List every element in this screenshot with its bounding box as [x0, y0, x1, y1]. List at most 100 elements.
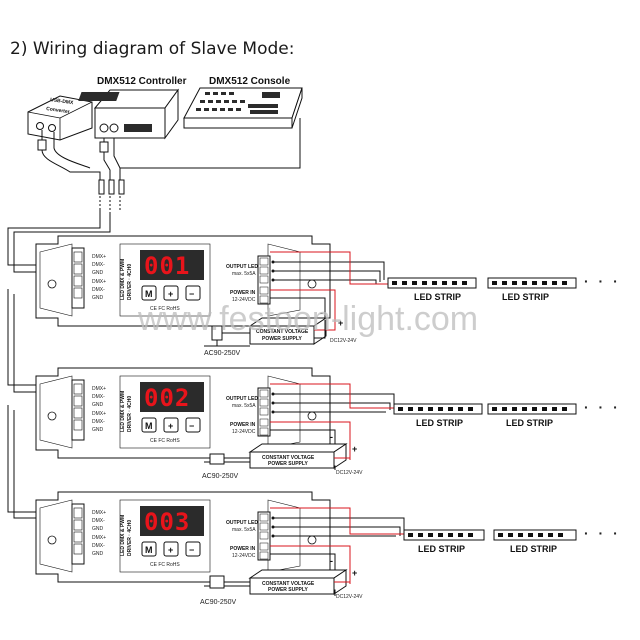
- ac-input-label: AC90-250V: [202, 473, 239, 480]
- decoder-side-text: LED DMX & PWM: [120, 391, 126, 432]
- dmx-terminal-label: GND: [92, 526, 104, 532]
- minus-button[interactable]: [185, 541, 201, 557]
- plus-button[interactable]: [163, 285, 179, 301]
- dmx-terminal-label: GND: [92, 295, 104, 301]
- plus-button-label: +: [168, 545, 173, 555]
- output-label: OUTPUT LED: [226, 396, 258, 402]
- minus-button-label: −: [189, 421, 194, 431]
- power-supply-2: CONSTANT VOLTAGE POWER SUPPLY AC90-250V …: [202, 432, 363, 480]
- power-label: POWER IN: [230, 546, 256, 552]
- psu-minus: -: [330, 556, 333, 566]
- dmx-terminal-label: DMX+: [92, 254, 106, 260]
- ac-plug-icon: [209, 575, 225, 589]
- output-sub: max. 5x5A: [232, 271, 256, 277]
- power-supply-3: CONSTANT VOLTAGE POWER SUPPLY AC90-250V …: [200, 556, 363, 606]
- power-sub: 12-24VDC: [232, 429, 256, 435]
- power-sub: 12-24VDC: [232, 553, 256, 559]
- continuation-dots: · · ·: [584, 399, 621, 415]
- dmx-terminal-label: GND: [92, 402, 104, 408]
- minus-button[interactable]: [185, 285, 201, 301]
- continuation-dots: · · ·: [584, 525, 621, 541]
- output-sub: max. 5x5A: [232, 527, 256, 533]
- controller-display: [78, 92, 120, 101]
- dmx-terminal-label: DMX+: [92, 279, 106, 285]
- dmx-terminal-label: DMX-: [92, 518, 105, 524]
- usb-converter-label-2: Converter: [46, 106, 70, 115]
- ac-input-label: AC90-250V: [200, 599, 237, 606]
- dmx-terminal-label: DMX-: [92, 543, 105, 549]
- m-button-label: M: [145, 421, 153, 431]
- power-label: POWER IN: [230, 290, 256, 296]
- cert-marks: CE FC RoHS: [150, 438, 180, 444]
- psu-plus: +: [338, 318, 343, 328]
- output-wires-2: [270, 383, 395, 470]
- output-label: OUTPUT LED: [226, 520, 258, 526]
- psu-label-1: CONSTANT VOLTAGE: [262, 455, 315, 461]
- psu-label-2: POWER SUPPLY: [262, 336, 302, 342]
- dmx-terminal-label: GND: [92, 270, 104, 276]
- psu-label-2: POWER SUPPLY: [268, 587, 308, 593]
- plus-button[interactable]: [163, 417, 179, 433]
- power-supply-1: CONSTANT VOLTAGE POWER SUPPLY AC90-250V …: [204, 308, 357, 357]
- ac-plug-icon: [209, 453, 225, 465]
- decoder-3: DMX+ DMX- GND DMX+ DMX- GND LED DMX & PW…: [35, 491, 331, 583]
- decoder-1: DMX+ DMX- GND DMX+ DMX- GND LED DMX & PW…: [35, 235, 331, 327]
- led-strip-label: LED STRIP: [502, 292, 549, 302]
- minus-button[interactable]: [185, 417, 201, 433]
- console-label: DMX512 Console: [209, 76, 291, 87]
- dmx-terminal-label: GND: [92, 551, 104, 557]
- cert-marks: CE FC RoHS: [150, 562, 180, 568]
- output-label: OUTPUT LED: [226, 264, 258, 270]
- m-button-label: M: [145, 289, 153, 299]
- plus-button[interactable]: [163, 541, 179, 557]
- led-strips-row-1: LED STRIP LED STRIP · · ·: [387, 273, 621, 302]
- decoder-3-body: [35, 491, 331, 583]
- led-strips-row-2: LED STRIP LED STRIP · · ·: [393, 399, 621, 428]
- dc-output-label: DC12V-24V: [336, 470, 363, 476]
- psu-minus: -: [320, 308, 323, 318]
- dmx-terminal-label: DMX-: [92, 287, 105, 293]
- decoder-2-body: [35, 367, 331, 459]
- decoder-side-text: LED DMX & PWM: [120, 515, 126, 556]
- led-strip-label: LED STRIP: [414, 292, 461, 302]
- decoder-1-address: 001: [144, 252, 190, 280]
- continuation-dots: · · ·: [584, 273, 621, 289]
- usb-dmx-converter: USB-DMX Converter: [27, 95, 93, 141]
- psu-label-2: POWER SUPPLY: [268, 461, 308, 467]
- dmx-terminal-label: DMX-: [92, 394, 105, 400]
- power-label: POWER IN: [230, 422, 256, 428]
- led-strips-row-3: LED STRIP LED STRIP · · ·: [403, 525, 621, 554]
- output-sub: max. 5x5A: [232, 403, 256, 409]
- decoder-side-text: DRIVER · 4CH0: [127, 396, 133, 432]
- minus-button-label: −: [189, 545, 194, 555]
- m-button[interactable]: [141, 285, 157, 301]
- decoder-side-text: LED DMX & PWM: [120, 259, 126, 300]
- m-button[interactable]: [141, 417, 157, 433]
- decoder-2-address: 002: [144, 384, 190, 412]
- dmx-terminal-label: DMX-: [92, 262, 105, 268]
- decoder-3-address: 003: [144, 508, 190, 536]
- led-strip-label: LED STRIP: [416, 418, 463, 428]
- top-cables: [37, 118, 301, 210]
- dmx-terminal-label: DMX+: [92, 411, 106, 417]
- minus-button-label: −: [189, 289, 194, 299]
- usb-converter-label-1: USB-DMX: [50, 97, 75, 106]
- dc-output-label: DC12V-24V: [330, 338, 357, 344]
- psu-plus: +: [352, 568, 357, 578]
- dmx-terminal-label: DMX+: [92, 535, 106, 541]
- dmx-terminal-label: GND: [92, 427, 104, 433]
- cert-marks: CE FC RoHS: [150, 306, 180, 312]
- decoder-display: [140, 506, 204, 536]
- psu-minus: -: [330, 432, 333, 442]
- m-button[interactable]: [141, 541, 157, 557]
- dc-output-label: DC12V-24V: [336, 594, 363, 600]
- led-strip-label: LED STRIP: [506, 418, 553, 428]
- decoder-display: [140, 250, 204, 280]
- diagram-title: 2) Wiring diagram of Slave Mode:: [10, 39, 294, 59]
- power-sub: 12-24VDC: [232, 297, 256, 303]
- watermark: www.festoon-light.com: [137, 300, 478, 338]
- m-button-label: M: [145, 545, 153, 555]
- ac-input-label: AC90-250V: [204, 350, 241, 357]
